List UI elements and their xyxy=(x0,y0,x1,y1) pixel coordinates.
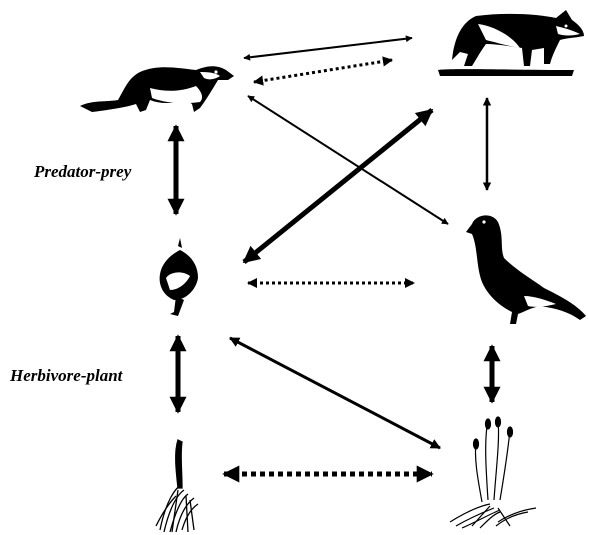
weasel-icon xyxy=(80,66,234,112)
predator-prey-label: Predator-prey xyxy=(33,162,132,181)
grass-plant-icon xyxy=(450,417,536,528)
sedge-plant-icon xyxy=(156,440,198,532)
link-weasel-ptarmigan xyxy=(248,96,448,224)
link-lemming-grass xyxy=(230,338,440,448)
link-weasel-fox xyxy=(244,38,412,58)
link-fox-lemming xyxy=(244,110,432,262)
herbivore-plant-label: Herbivore-plant xyxy=(9,366,124,385)
link-fox-weasel-dotted xyxy=(254,60,392,82)
interaction-links xyxy=(176,38,492,474)
ptarmigan-icon xyxy=(466,215,586,324)
fox-icon xyxy=(438,10,584,76)
lemming-icon xyxy=(160,238,198,316)
